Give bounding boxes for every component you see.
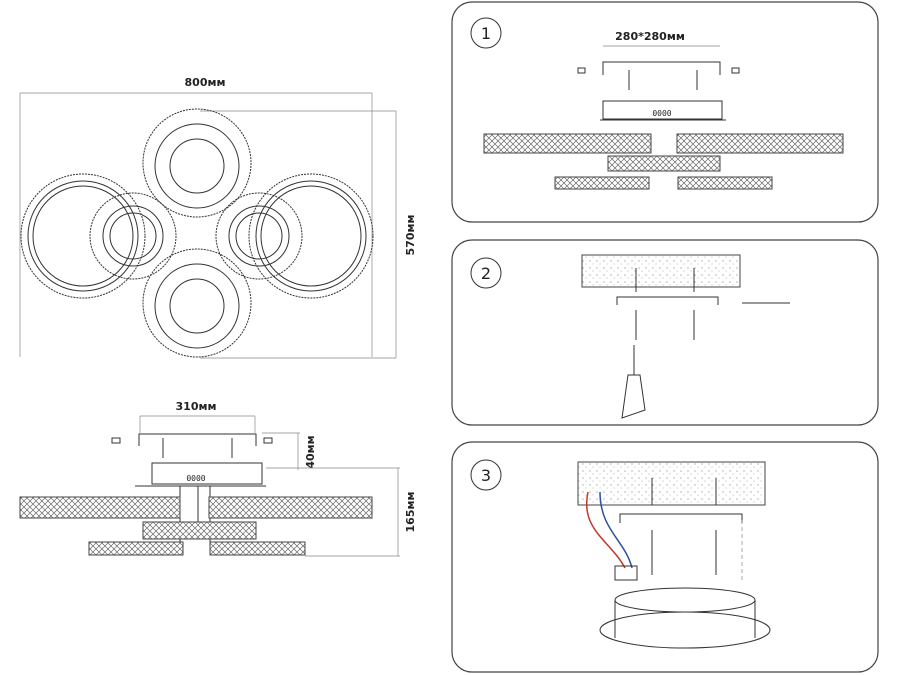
- plate-size-label: 280*280мм: [615, 30, 685, 43]
- ring-right-small: [215, 192, 303, 280]
- width-label: 800мм: [185, 76, 226, 89]
- canopy-height-label: 40мм: [304, 435, 317, 468]
- screw-icon: [577, 67, 586, 74]
- terminal-block: [614, 565, 638, 581]
- ring-profile: [209, 541, 306, 556]
- mounting-plate: [138, 433, 257, 446]
- canopy-box: [602, 100, 723, 120]
- wire-red: [585, 491, 626, 569]
- ring-right-large: [248, 173, 374, 299]
- canopy-width-label: 310мм: [176, 400, 217, 413]
- step-3-panel: 3: [451, 441, 879, 673]
- top-view: 800мм 570мм: [19, 76, 417, 359]
- total-height-label: 165мм: [404, 492, 417, 533]
- ring-profile: [88, 541, 184, 556]
- lamp-base: [599, 587, 771, 649]
- step-number-badge: [470, 459, 502, 491]
- canopy-box: [151, 462, 263, 485]
- step-number-badge: [470, 17, 502, 49]
- height-label: 570мм: [404, 215, 417, 256]
- ring-profile: [142, 521, 257, 540]
- screw-icon: [111, 437, 121, 444]
- step-2-panel: 2: [451, 239, 879, 426]
- screw-icon: [263, 437, 273, 444]
- canopy-code: 0000: [186, 474, 205, 483]
- wire-blue: [599, 491, 633, 569]
- step-1-panel: 1 280*280мм 0000: [451, 1, 879, 223]
- step-number-badge: [470, 257, 502, 289]
- ring-left-small: [89, 192, 177, 280]
- canopy-code: 0000: [652, 109, 671, 118]
- step-number: 2: [481, 264, 491, 283]
- ring-profile: [208, 496, 373, 519]
- ring-left-large: [20, 173, 146, 299]
- mounting-plate: [619, 513, 743, 523]
- step-number: 3: [481, 466, 491, 485]
- screwdriver-icon: [621, 302, 790, 419]
- side-view: 310мм 0000 40мм 165мм: [19, 400, 417, 557]
- ring-profile: [19, 496, 181, 519]
- screw-icon: [731, 67, 740, 74]
- ring-bottom: [142, 248, 252, 358]
- ring-top: [142, 108, 252, 218]
- ceiling-block: [577, 461, 766, 506]
- step-number: 1: [481, 24, 491, 43]
- mounting-plate: [616, 296, 719, 305]
- mounting-plate: [602, 61, 721, 75]
- ceiling-block: [581, 254, 741, 288]
